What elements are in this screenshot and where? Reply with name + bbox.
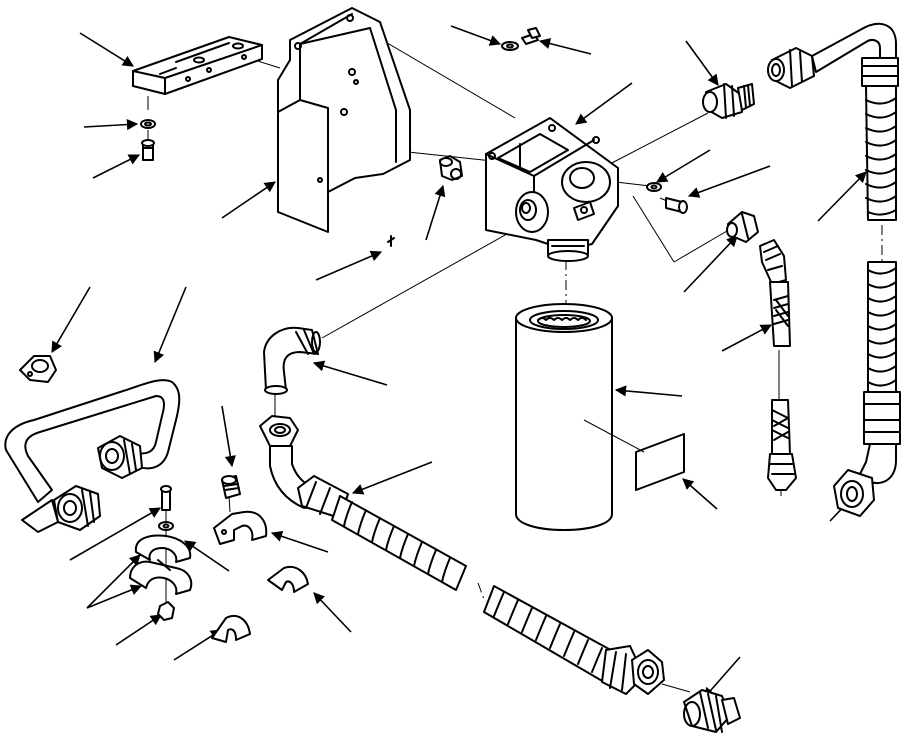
callout-arrows [51,25,867,699]
pin [387,235,395,247]
adapter-fitting [702,83,755,119]
elbow-fitting [726,211,759,243]
grease-fitting [221,475,241,499]
bolt [665,197,688,214]
filter-head [485,117,619,262]
small-hose-assembly [759,239,797,491]
swivel-elbow [263,326,321,395]
clamp-halves [129,534,193,595]
loop-tube-assembly [4,379,181,533]
p-clamp [211,566,309,643]
washer [646,182,662,192]
mounting-block [132,36,263,95]
filter-element [515,303,613,531]
pipe-clamp [213,510,268,545]
lock-washer [140,119,156,129]
mounting-bracket [277,7,411,233]
straight-connector [683,689,741,733]
plug [439,155,463,181]
bolt-and-washer [158,485,174,531]
hose-assembly-right [767,22,901,517]
screw-and-washer [501,27,541,51]
clip [19,355,57,383]
hose-assembly-bottom [259,415,665,695]
nut [157,601,175,621]
cap-screw [141,139,155,161]
decal [583,419,685,491]
